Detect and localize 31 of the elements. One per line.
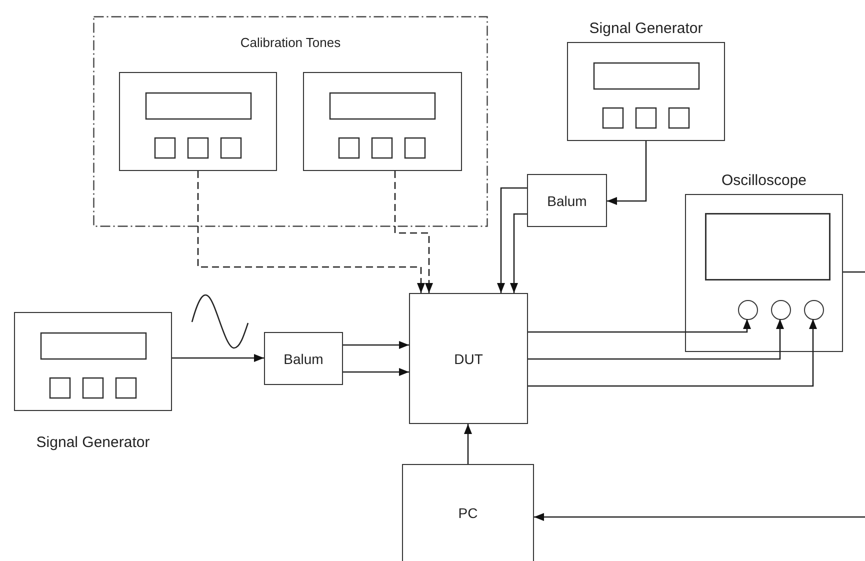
connector-line — [843, 271, 865, 273]
block-label: Balum — [284, 350, 324, 366]
block-box — [527, 174, 607, 227]
block-label: DUT — [454, 350, 483, 366]
input-knob — [771, 300, 791, 320]
node-heading: Oscilloscope — [721, 172, 807, 189]
instrument-box — [303, 72, 462, 171]
node-heading: Signal Generator — [589, 20, 703, 37]
arrow — [464, 424, 472, 464]
arrow — [343, 341, 409, 349]
arrow — [528, 319, 817, 387]
arrow — [197, 171, 425, 293]
arrow — [343, 368, 409, 376]
arrow — [497, 187, 527, 293]
block-label: Balum — [547, 192, 587, 208]
input-knob — [804, 300, 824, 320]
block-label: PC — [458, 505, 478, 521]
block-box — [264, 332, 343, 385]
arrow — [528, 319, 751, 333]
input-knob — [738, 300, 758, 320]
node-heading: Signal Generator — [36, 434, 150, 451]
arrow — [607, 141, 647, 205]
arrow — [534, 513, 865, 521]
arrow — [394, 171, 433, 293]
instrument-box — [119, 72, 277, 171]
arrow — [528, 319, 784, 360]
block-box — [409, 293, 528, 424]
arrow — [510, 213, 527, 293]
block-box — [402, 464, 534, 561]
arrow — [172, 354, 264, 362]
group-heading: Calibration Tones — [239, 35, 342, 50]
